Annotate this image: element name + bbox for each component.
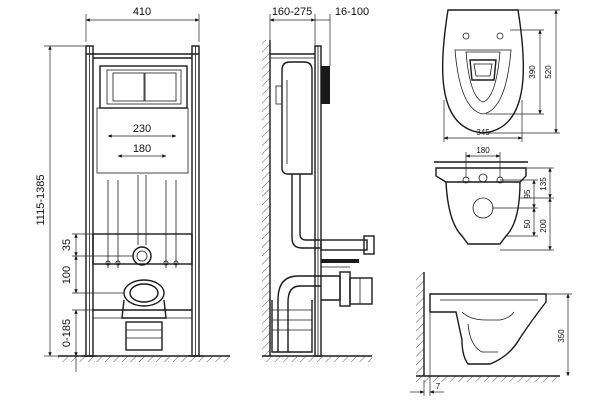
dim-side-bowl-height: 350 <box>557 329 566 343</box>
dim-bowl-length: 520 <box>544 65 553 79</box>
bowl-top-view: 520 390 345 <box>441 9 560 142</box>
dim-bowl-width: 345 <box>476 128 490 137</box>
inlet-fitting <box>132 246 152 266</box>
dim-outlet-height: 100 <box>61 266 73 284</box>
dim-pipe-spacing: 180 <box>133 143 151 155</box>
dim-inlet-height: 35 <box>61 239 73 251</box>
dim-back-total-height: 200 <box>539 219 548 233</box>
dim-panel-depth: 16-100 <box>335 6 369 18</box>
dim-back-upper-height: 135 <box>539 177 548 191</box>
bowl-back-view: 180 135 95 50 200 <box>434 146 554 251</box>
dim-back-bolt-spacing: 180 <box>476 146 490 155</box>
dim-back-offset: 95 <box>523 189 532 198</box>
side-view: 160-275 16-100 <box>262 6 375 362</box>
dim-side-depth: 160-275 <box>272 6 312 18</box>
dim-plate-width: 230 <box>133 123 151 135</box>
dim-back-outlet-height: 50 <box>523 219 532 228</box>
dim-leg-range: 0-185 <box>61 319 73 347</box>
bowl-side-view: 350 7 <box>410 272 572 396</box>
dim-frame-width: 410 <box>133 6 151 18</box>
dim-frame-height: 1115-1385 <box>35 175 47 226</box>
dim-seat-length: 390 <box>528 65 537 79</box>
front-view: 410 230 180 1115-1385 35 100 0-185 <box>35 6 230 372</box>
dim-side-gap: 7 <box>436 382 441 391</box>
